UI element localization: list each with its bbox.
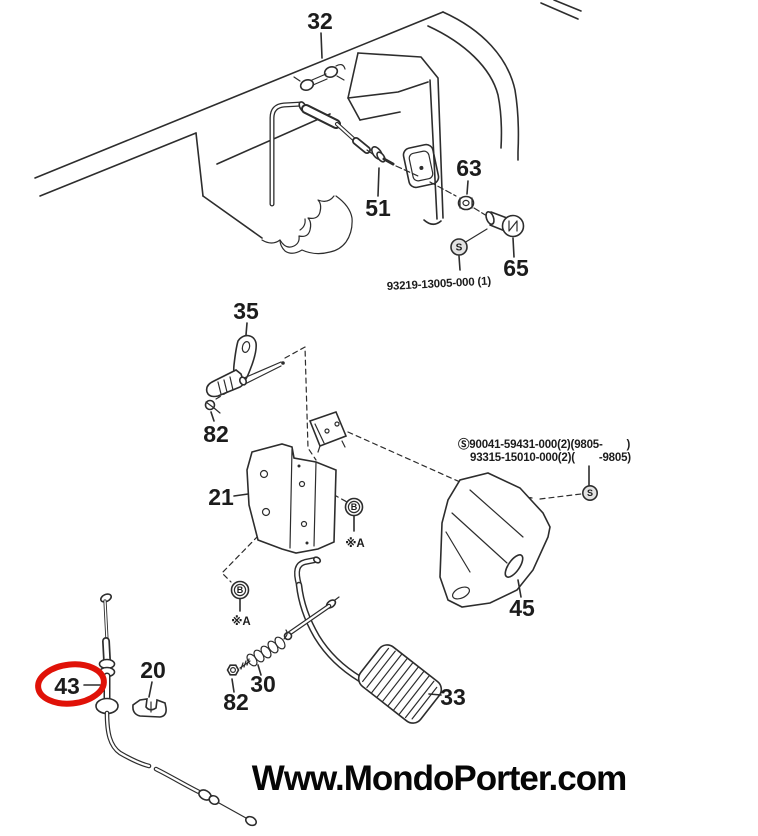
part-number-note-right-line1: Ⓢ90041-59431-000(2)(9805- ) (458, 437, 631, 451)
lever-35-drawing (205, 322, 285, 398)
part-label-35: 35 (233, 298, 259, 324)
rod-spring-30-drawing (239, 596, 340, 676)
part-number-note-upper: 93219-13005-000 (1) (387, 276, 492, 293)
screw-marker-upper: S (450, 228, 488, 271)
choke-knob-65-drawing (485, 210, 525, 258)
part-number-note-right-line2: 93315-15010-000(2)( -9805) (470, 452, 631, 464)
part-label-82-upper: 82 (203, 421, 229, 447)
guide-bracket-drawing (308, 410, 348, 453)
bolt-marker-2-letter: B (237, 585, 244, 595)
screw-marker-right-letter: S (587, 488, 593, 498)
ref-note-a-1: ※A (345, 536, 365, 550)
leader-51 (377, 167, 380, 197)
cable-43-drawing (83, 593, 258, 827)
bolt-marker-1: B ※A (344, 497, 365, 550)
bolt-marker-1-letter: B (351, 502, 358, 512)
pedal-33-drawing (294, 556, 443, 724)
cowl-panel-drawing (34, 0, 582, 255)
clip-20-drawing (132, 681, 167, 718)
part-label-45: 45 (509, 595, 535, 621)
bracket-21-drawing (233, 443, 337, 554)
ref-note-a-2: ※A (231, 614, 251, 628)
part-label-51: 51 (365, 195, 391, 221)
screw-82-upper-drawing (204, 389, 232, 422)
part-label-63: 63 (456, 155, 482, 181)
nut-63-drawing (429, 180, 488, 217)
pedal-cover-45-drawing (439, 472, 551, 608)
part-label-65: 65 (503, 255, 529, 281)
part-label-32: 32 (307, 8, 333, 34)
watermark-text: Www.MondoPorter.com (252, 759, 626, 798)
screw-marker-right: S (581, 465, 598, 501)
part-label-20: 20 (140, 657, 166, 683)
highlight-ellipse-43 (35, 661, 107, 707)
choke-cable-51-drawing (269, 101, 419, 207)
part-label-33: 33 (440, 684, 466, 710)
part-label-82-lower: 82 (223, 689, 249, 715)
part-label-21: 21 (208, 484, 234, 510)
part-label-43: 43 (54, 673, 80, 699)
part-label-30: 30 (250, 671, 276, 697)
nut-82-lower-drawing (226, 664, 240, 693)
cable-clip-32-drawing (293, 32, 346, 91)
bolt-marker-2: B ※A (230, 580, 251, 628)
screw-marker-upper-letter: S (456, 243, 463, 254)
